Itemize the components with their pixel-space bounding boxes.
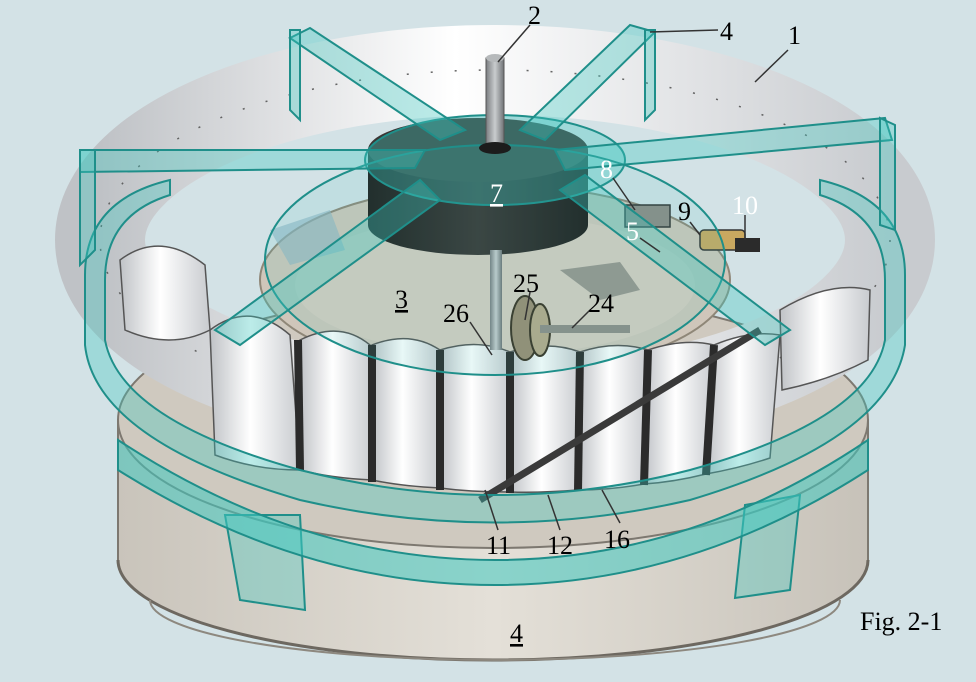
label-11: 11 [486, 531, 511, 560]
label-7: 7 [490, 179, 503, 208]
label-4-top: 4 [720, 17, 733, 46]
label-25: 25 [513, 269, 539, 298]
label-4-bottom: 4 [510, 619, 523, 648]
label-9: 9 [678, 197, 691, 226]
label-2: 2 [528, 1, 541, 30]
label-24: 24 [588, 289, 614, 318]
figure-caption: Fig. 2-1 [860, 607, 942, 636]
leader-lines [469, 24, 789, 531]
gear-assembly [510, 295, 630, 361]
label-26: 26 [443, 299, 469, 328]
cyan-base-band [117, 438, 869, 587]
cyan-frame [79, 23, 906, 612]
label-10: 10 [732, 191, 758, 220]
label-12: 12 [547, 531, 573, 560]
top-shaft [479, 54, 511, 154]
label-16: 16 [604, 525, 630, 554]
central-hub [368, 118, 588, 350]
label-5: 5 [626, 217, 639, 246]
label-1: 1 [788, 21, 801, 50]
label-3: 3 [395, 285, 408, 314]
label-8: 8 [600, 155, 613, 184]
